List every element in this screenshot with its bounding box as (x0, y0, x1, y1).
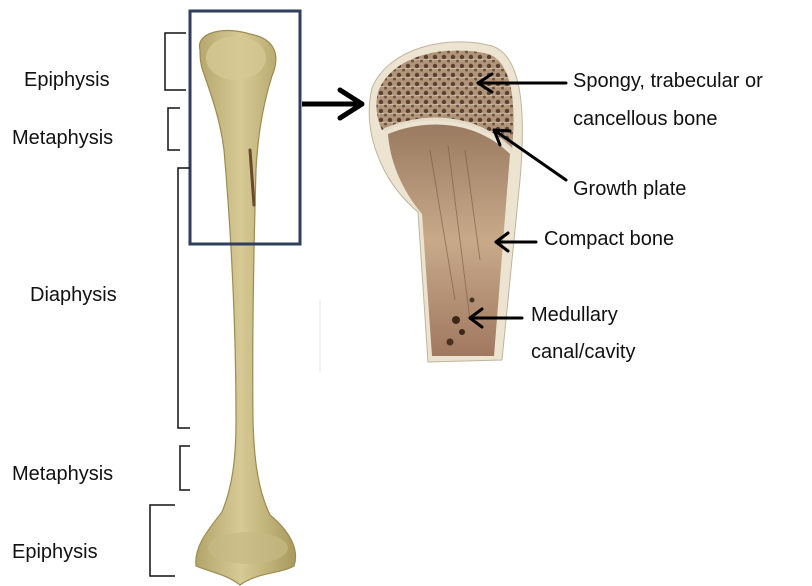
label-spongy-line1: Spongy, trabecular or (573, 69, 763, 93)
humerus-bone (196, 31, 296, 585)
label-medullary-line2: canal/cavity (531, 340, 636, 364)
label-spongy-line2: cancellous bone (573, 107, 718, 131)
bracket-metaphysis-top (168, 108, 180, 150)
brackets (150, 33, 190, 576)
bracket-diaphysis (178, 168, 190, 428)
label-medullary-line1: Medullary (531, 303, 618, 327)
enlarge-arrow (302, 90, 362, 118)
label-diaphysis: Diaphysis (30, 283, 117, 307)
bracket-epiphysis-bottom (150, 505, 175, 576)
medullary-cavity (388, 124, 510, 356)
label-growth-plate: Growth plate (573, 177, 686, 201)
label-metaphysis-bottom: Metaphysis (12, 462, 113, 486)
label-epiphysis-bottom: Epiphysis (12, 540, 98, 564)
label-compact-bone: Compact bone (544, 227, 674, 251)
bracket-metaphysis-bottom (180, 446, 190, 490)
label-metaphysis-top: Metaphysis (12, 126, 113, 150)
arrow-compact-bone (496, 233, 536, 251)
bone-cross-section (369, 42, 522, 362)
bracket-epiphysis-top (165, 33, 186, 90)
label-epiphysis-top: Epiphysis (24, 68, 110, 92)
